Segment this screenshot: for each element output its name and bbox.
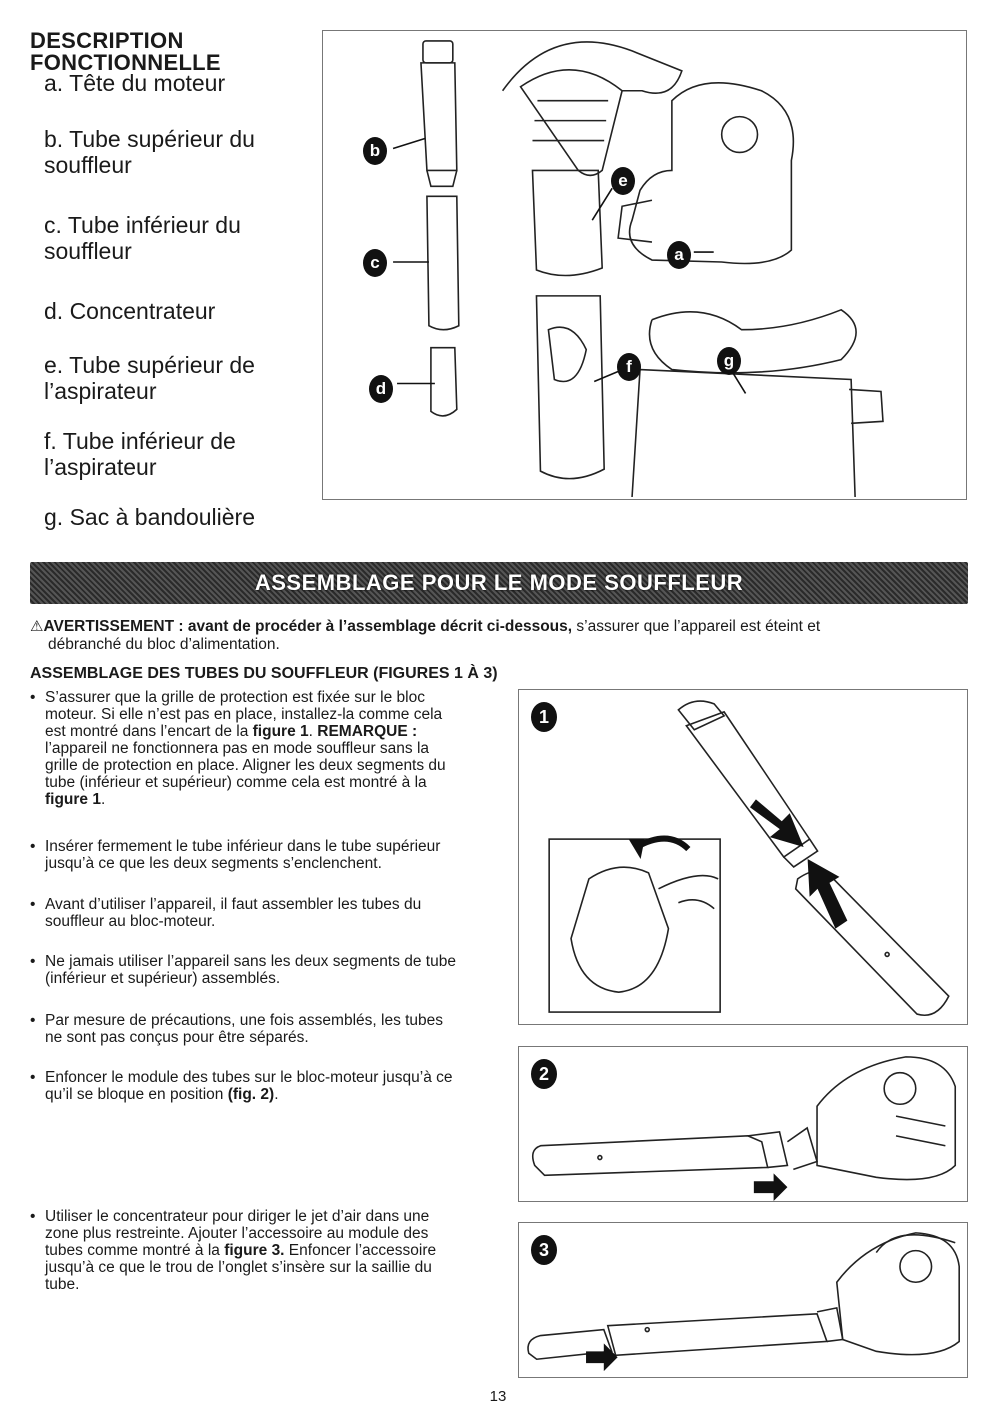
section-heading: ASSEMBLAGE DES TUBES DU SOUFFLEUR (FIGUR… [30, 665, 498, 682]
bullet-line: Enfoncer le module des tubes sur le bloc… [45, 1069, 453, 1086]
part-label: a. Tête du moteur [44, 70, 226, 96]
part-item-e: e. Tube supérieur de l’aspirateur [44, 352, 304, 404]
bullet-item-2: • Insérer fermement le tube inférieur da… [30, 838, 514, 872]
bullet-line: Insérer fermement le tube inférieur dans… [45, 838, 441, 855]
bullet-bold: figure 3. [224, 1242, 285, 1259]
part-label: g. Sac à bandoulière [44, 504, 255, 530]
figure-number-1-icon: 1 [531, 702, 557, 732]
callout-d-icon: d [369, 375, 393, 403]
bullet-item-4: • Ne jamais utiliser l’appareil sans les… [30, 953, 514, 987]
figure-1: 1 [518, 689, 968, 1025]
bullet-line: est montré dans l’encart de la [45, 723, 253, 740]
part-label: e. Tube supérieur de [44, 352, 255, 378]
bullet-line: Par mesure de précautions, une fois asse… [45, 1012, 444, 1029]
bullet-item-5: • Par mesure de précautions, une fois as… [30, 1012, 514, 1046]
part-label-cont: souffleur [44, 152, 132, 178]
bullet-line: . [274, 1086, 279, 1103]
bullet-dot: • [30, 689, 36, 706]
part-item-b: b. Tube supérieur du souffleur [44, 126, 304, 178]
part-label-cont: souffleur [44, 238, 132, 264]
parts-illustration: b c d e a f g [322, 30, 967, 500]
part-label-cont: l’aspirateur [44, 378, 157, 404]
bullet-line: tubes comme montré à la [45, 1242, 225, 1259]
figure-3-drawing [527, 1232, 960, 1372]
bullet-line: grille de protection en place. Aligner l… [45, 757, 446, 774]
bullet-bold: REMARQUE : [317, 723, 418, 740]
part-item-a: a. Tête du moteur [44, 70, 304, 96]
bullet-line: (inférieur et supérieur) assemblés. [45, 970, 281, 987]
bullet-bold: (fig. 2) [227, 1086, 275, 1103]
bullet-line: souffleur au bloc-moteur. [45, 913, 216, 930]
bullet-item-1: • S’assurer que la grille de protection … [30, 689, 514, 808]
callout-e-icon: e [611, 167, 635, 195]
figure-1-drawing [548, 700, 950, 1016]
bullet-bold: figure 1 [45, 791, 101, 808]
bullet-bold: figure 1 [252, 723, 309, 740]
bullet-line: . [308, 723, 318, 740]
bullet-item-7: • Utiliser le concentrateur pour diriger… [30, 1208, 514, 1293]
callout-a-icon: a [667, 241, 691, 269]
section-banner: ASSEMBLAGE POUR LE MODE SOUFFLEUR [30, 562, 968, 604]
bullet-item-6: • Enfoncer le module des tubes sur le bl… [30, 1069, 514, 1103]
bullet-line: moteur. Si elle n’est pas en place, inst… [45, 706, 443, 723]
part-label: b. Tube supérieur du [44, 126, 255, 152]
bullet-dot: • [30, 896, 36, 913]
part-label-cont: l’aspirateur [44, 454, 157, 480]
parts-drawing [392, 40, 884, 498]
warning-text-line2: débranché du bloc d’alimentation. [48, 636, 280, 653]
page-number: 13 [489, 1388, 507, 1405]
part-item-d: d. Concentrateur [44, 298, 304, 324]
callout-c-icon: c [363, 249, 387, 277]
figure-2-drawing [531, 1056, 957, 1201]
warning-triangle-icon: ⚠ [30, 618, 44, 635]
warning-label: AVERTISSEMENT : [43, 618, 184, 635]
part-item-c: c. Tube inférieur du souffleur [44, 212, 304, 264]
warning-text-line1: s’assurer que l’appareil est éteint et [572, 618, 821, 635]
callout-b-icon: b [363, 137, 387, 165]
callout-f-icon: f [617, 353, 641, 381]
bullet-dot: • [30, 838, 36, 855]
bullet-line: jusqu’à ce que les deux segments s’encle… [45, 855, 382, 872]
description-title-line2: FONCTIONNELLE [30, 50, 221, 75]
warning-bold-text: avant de procéder à l’assemblage décrit … [187, 618, 573, 635]
figure-3: 3 [518, 1222, 968, 1378]
bullet-line: Ne jamais utiliser l’appareil sans les d… [45, 953, 456, 970]
part-label: c. Tube inférieur du [44, 212, 241, 238]
bullet-line: S’assurer que la grille de protection es… [45, 689, 425, 706]
figure-2: 2 [518, 1046, 968, 1202]
banner-title: ASSEMBLAGE POUR LE MODE SOUFFLEUR [254, 570, 744, 595]
bullet-item-3: • Avant d’utiliser l’appareil, il faut a… [30, 896, 514, 930]
bullet-dot: • [30, 953, 36, 970]
part-label: f. Tube inférieur de [44, 428, 236, 454]
bullet-line: jusqu’à ce que le trou de l’onglet s’ins… [45, 1259, 432, 1276]
figure-number-2-icon: 2 [531, 1059, 557, 1089]
bullet-line: . [100, 791, 106, 808]
bullet-line: Utiliser le concentrateur pour diriger l… [45, 1208, 430, 1225]
bullet-line: qu’il se bloque en position [45, 1086, 228, 1103]
bullet-line: l’appareil ne fonctionnera pas en mode s… [45, 740, 430, 757]
description-title: DESCRIPTION FONCTIONNELLE [30, 30, 310, 74]
bullet-line: tube. [45, 1276, 80, 1293]
bullet-line: Enfoncer l’accessoire [284, 1242, 437, 1259]
bullet-line: ne sont pas conçus pour être séparés. [45, 1029, 309, 1046]
part-label: d. Concentrateur [44, 298, 216, 324]
callout-g-icon: g [717, 347, 741, 375]
part-item-f: f. Tube inférieur de l’aspirateur [44, 428, 304, 480]
bullet-line: Avant d’utiliser l’appareil, il faut ass… [45, 896, 422, 913]
warning-block: ⚠AVERTISSEMENT : avant de procéder à l’a… [30, 618, 970, 654]
bullet-line: tube (inférieur et supérieur) comme cela… [45, 774, 427, 791]
bullet-dot: • [30, 1069, 36, 1086]
description-title-line1: DESCRIPTION [30, 28, 184, 53]
bullet-line: zone plus restreinte. Ajouter l’accessoi… [45, 1225, 429, 1242]
bullet-dot: • [30, 1208, 36, 1225]
bullet-dot: • [30, 1012, 36, 1029]
figure-number-3-icon: 3 [531, 1235, 557, 1265]
part-item-g: g. Sac à bandoulière [44, 504, 304, 530]
